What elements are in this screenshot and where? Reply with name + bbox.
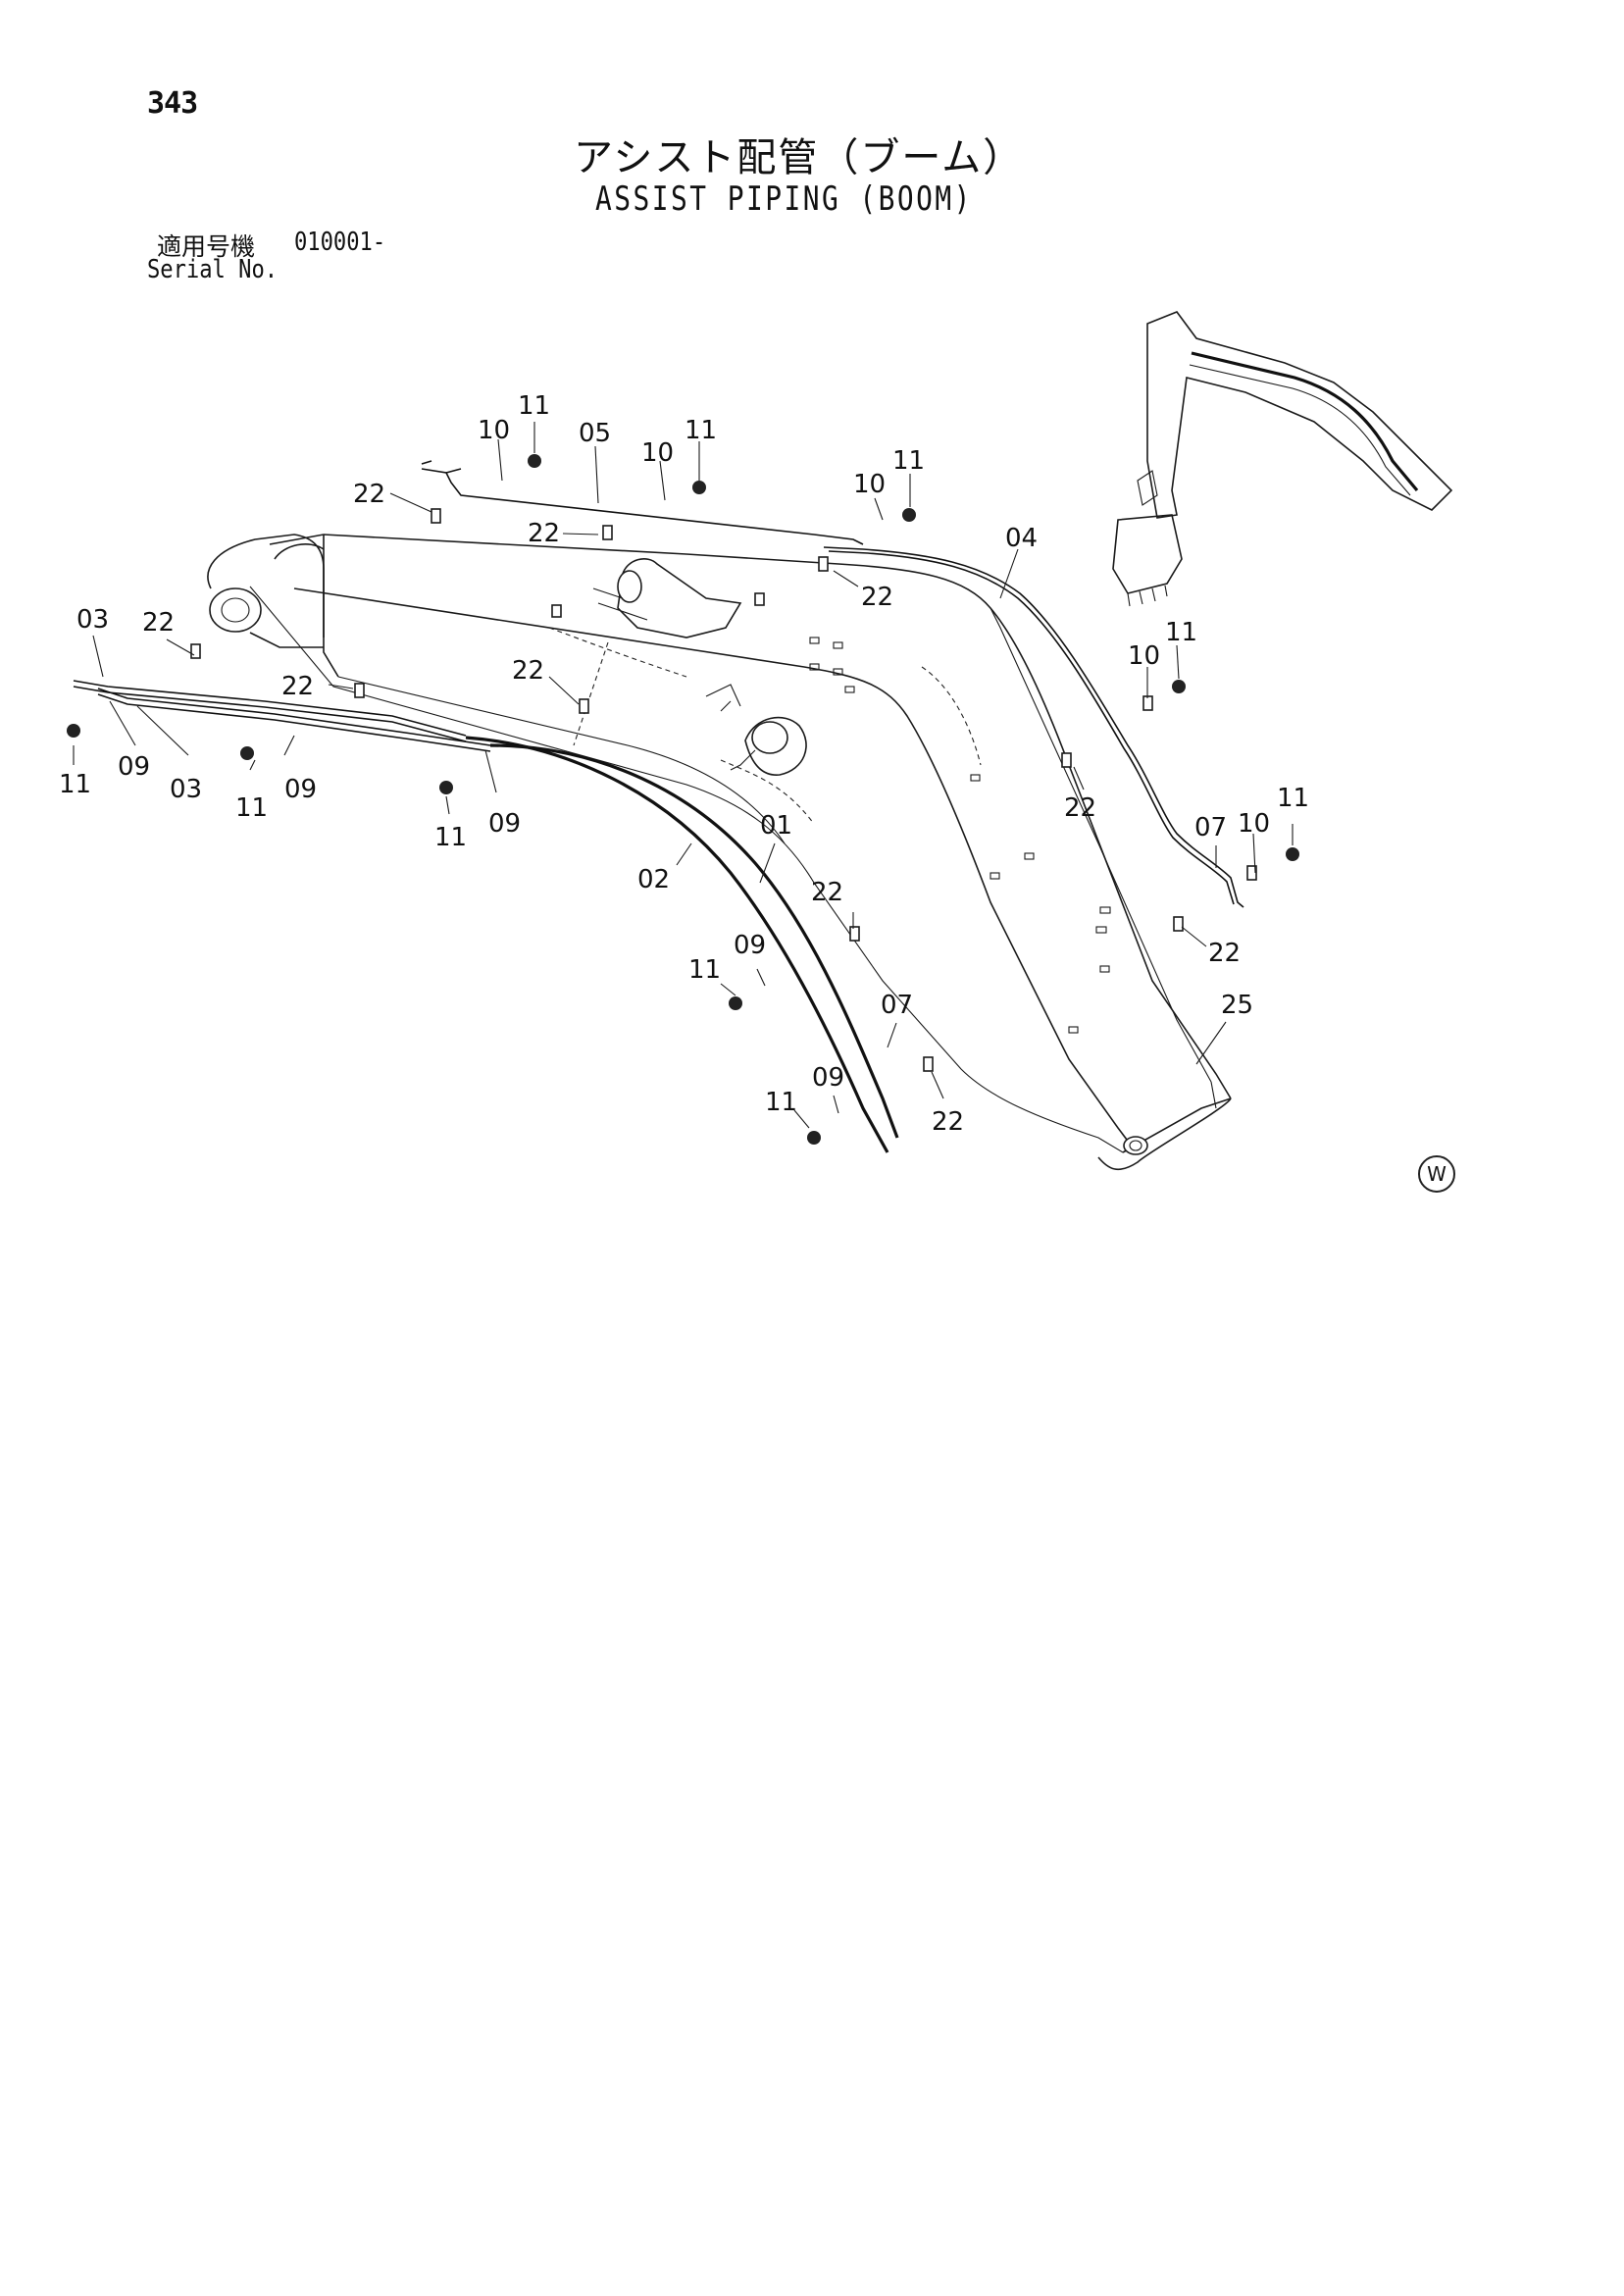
callout-label: 11 (59, 770, 91, 799)
callout-label: 11 (235, 793, 268, 823)
callout-label: 09 (734, 931, 766, 960)
serial-label-japanese: 適用号機 (157, 232, 256, 261)
callout-label: 09 (488, 809, 521, 839)
callout-label: 04 (1005, 524, 1038, 553)
callout-label: 11 (434, 823, 467, 852)
callout-label: 10 (1238, 809, 1270, 839)
callout-label: 11 (688, 955, 721, 985)
callout-label: 22 (281, 672, 314, 701)
callout-label: 07 (881, 991, 913, 1020)
callout-label: 11 (765, 1088, 797, 1117)
callout-label: 10 (478, 416, 510, 445)
callout-label: 22 (861, 583, 893, 612)
callout-label: 10 (641, 438, 674, 468)
callout-label: 22 (142, 608, 175, 638)
callout-label: 10 (853, 470, 886, 499)
callout-label: 11 (518, 391, 550, 421)
serial-range: 010001- (294, 228, 386, 257)
callout-label: 22 (1064, 793, 1096, 823)
w-mark-symbol: W (1418, 1155, 1455, 1193)
callout-labels: 11 10 05 10 11 22 10 11 22 04 22 03 22 2… (59, 391, 1309, 1137)
boom-body (207, 534, 1232, 1171)
pipes-03 (73, 680, 491, 752)
callout-label: 07 (1194, 813, 1227, 842)
pipe-05 (421, 460, 864, 545)
callout-label: 10 (1128, 641, 1160, 671)
bolts (67, 454, 1299, 1145)
callout-label: 01 (760, 811, 792, 841)
serial-label-english: Serial No. (147, 255, 279, 284)
pipes-01-02 (465, 736, 899, 1153)
page-title-japanese: アシスト配管（ブーム） (574, 135, 1025, 180)
callout-label: 11 (685, 416, 717, 445)
callout-label: 03 (76, 605, 109, 635)
callout-label: 11 (1277, 784, 1309, 813)
callout-label: 22 (932, 1107, 964, 1137)
callout-label: 05 (579, 419, 611, 448)
callout-label: 09 (812, 1063, 844, 1093)
callout-label: 22 (353, 480, 385, 509)
clamps (190, 508, 1257, 1072)
callout-label: 22 (1208, 939, 1241, 968)
callout-label: 22 (811, 878, 843, 907)
leader-lines (73, 422, 1294, 1129)
excavator-inset-illustration (1112, 311, 1453, 607)
callout-label: 22 (528, 519, 560, 548)
page-title-english: ASSIST PIPING (BOOM) (595, 179, 973, 219)
callout-label: 25 (1221, 991, 1253, 1020)
callout-label: 09 (118, 752, 150, 782)
pipe-04 (823, 546, 1244, 908)
callout-label: 02 (637, 865, 670, 894)
callout-label: 09 (284, 775, 317, 804)
callout-label: 11 (1165, 618, 1197, 647)
callout-label: 03 (170, 775, 202, 804)
callout-label: 11 (892, 446, 925, 476)
callout-label: 22 (512, 656, 544, 686)
page-number: 343 (147, 86, 198, 121)
